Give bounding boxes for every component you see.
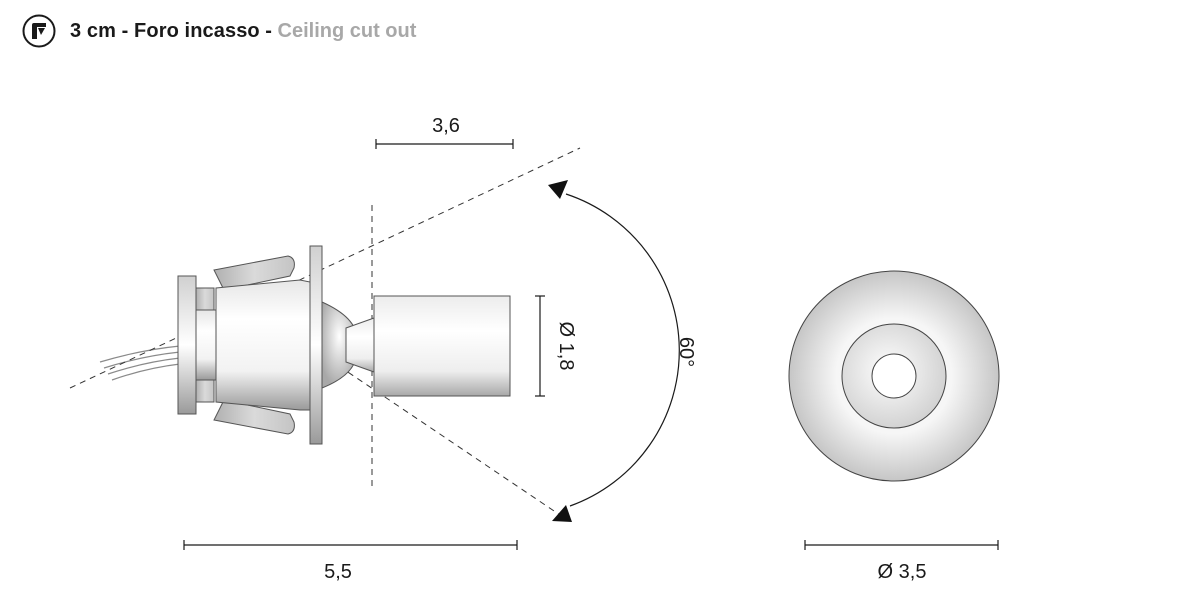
header-subtitle: Ceiling cut out <box>277 19 417 42</box>
main-body <box>215 279 311 411</box>
header: 3 cm - Foro incasso - Ceiling cut out <box>22 14 416 48</box>
fixture-side-view <box>177 245 511 445</box>
arc-arrow-bottom <box>552 505 572 522</box>
dim-label-front-diameter: Ø 3,5 <box>878 561 927 583</box>
rear-cap <box>177 275 197 415</box>
dim-label-beam-angle: 60° <box>675 337 697 367</box>
header-title: 3 cm - Foro incasso <box>70 19 260 42</box>
lamp-head <box>373 295 511 397</box>
dim-label-total-length: 5,5 <box>324 561 352 583</box>
header-separator: - <box>259 19 278 42</box>
spring-clip-bottom <box>213 399 295 435</box>
fixture-front-view <box>788 270 1000 482</box>
angle-arc <box>565 193 680 507</box>
front-lens <box>871 353 917 399</box>
dimension-lines <box>183 139 999 550</box>
spring-clip-top <box>213 255 295 291</box>
dim-label-head-diameter: Ø 1,8 <box>555 322 577 371</box>
flange <box>309 245 323 445</box>
dim-label-top-width: 3,6 <box>432 115 460 137</box>
ceiling-mount-icon <box>22 14 56 48</box>
beam-lines <box>69 147 581 516</box>
cable <box>99 345 181 381</box>
arc-arrow-top <box>548 180 568 199</box>
